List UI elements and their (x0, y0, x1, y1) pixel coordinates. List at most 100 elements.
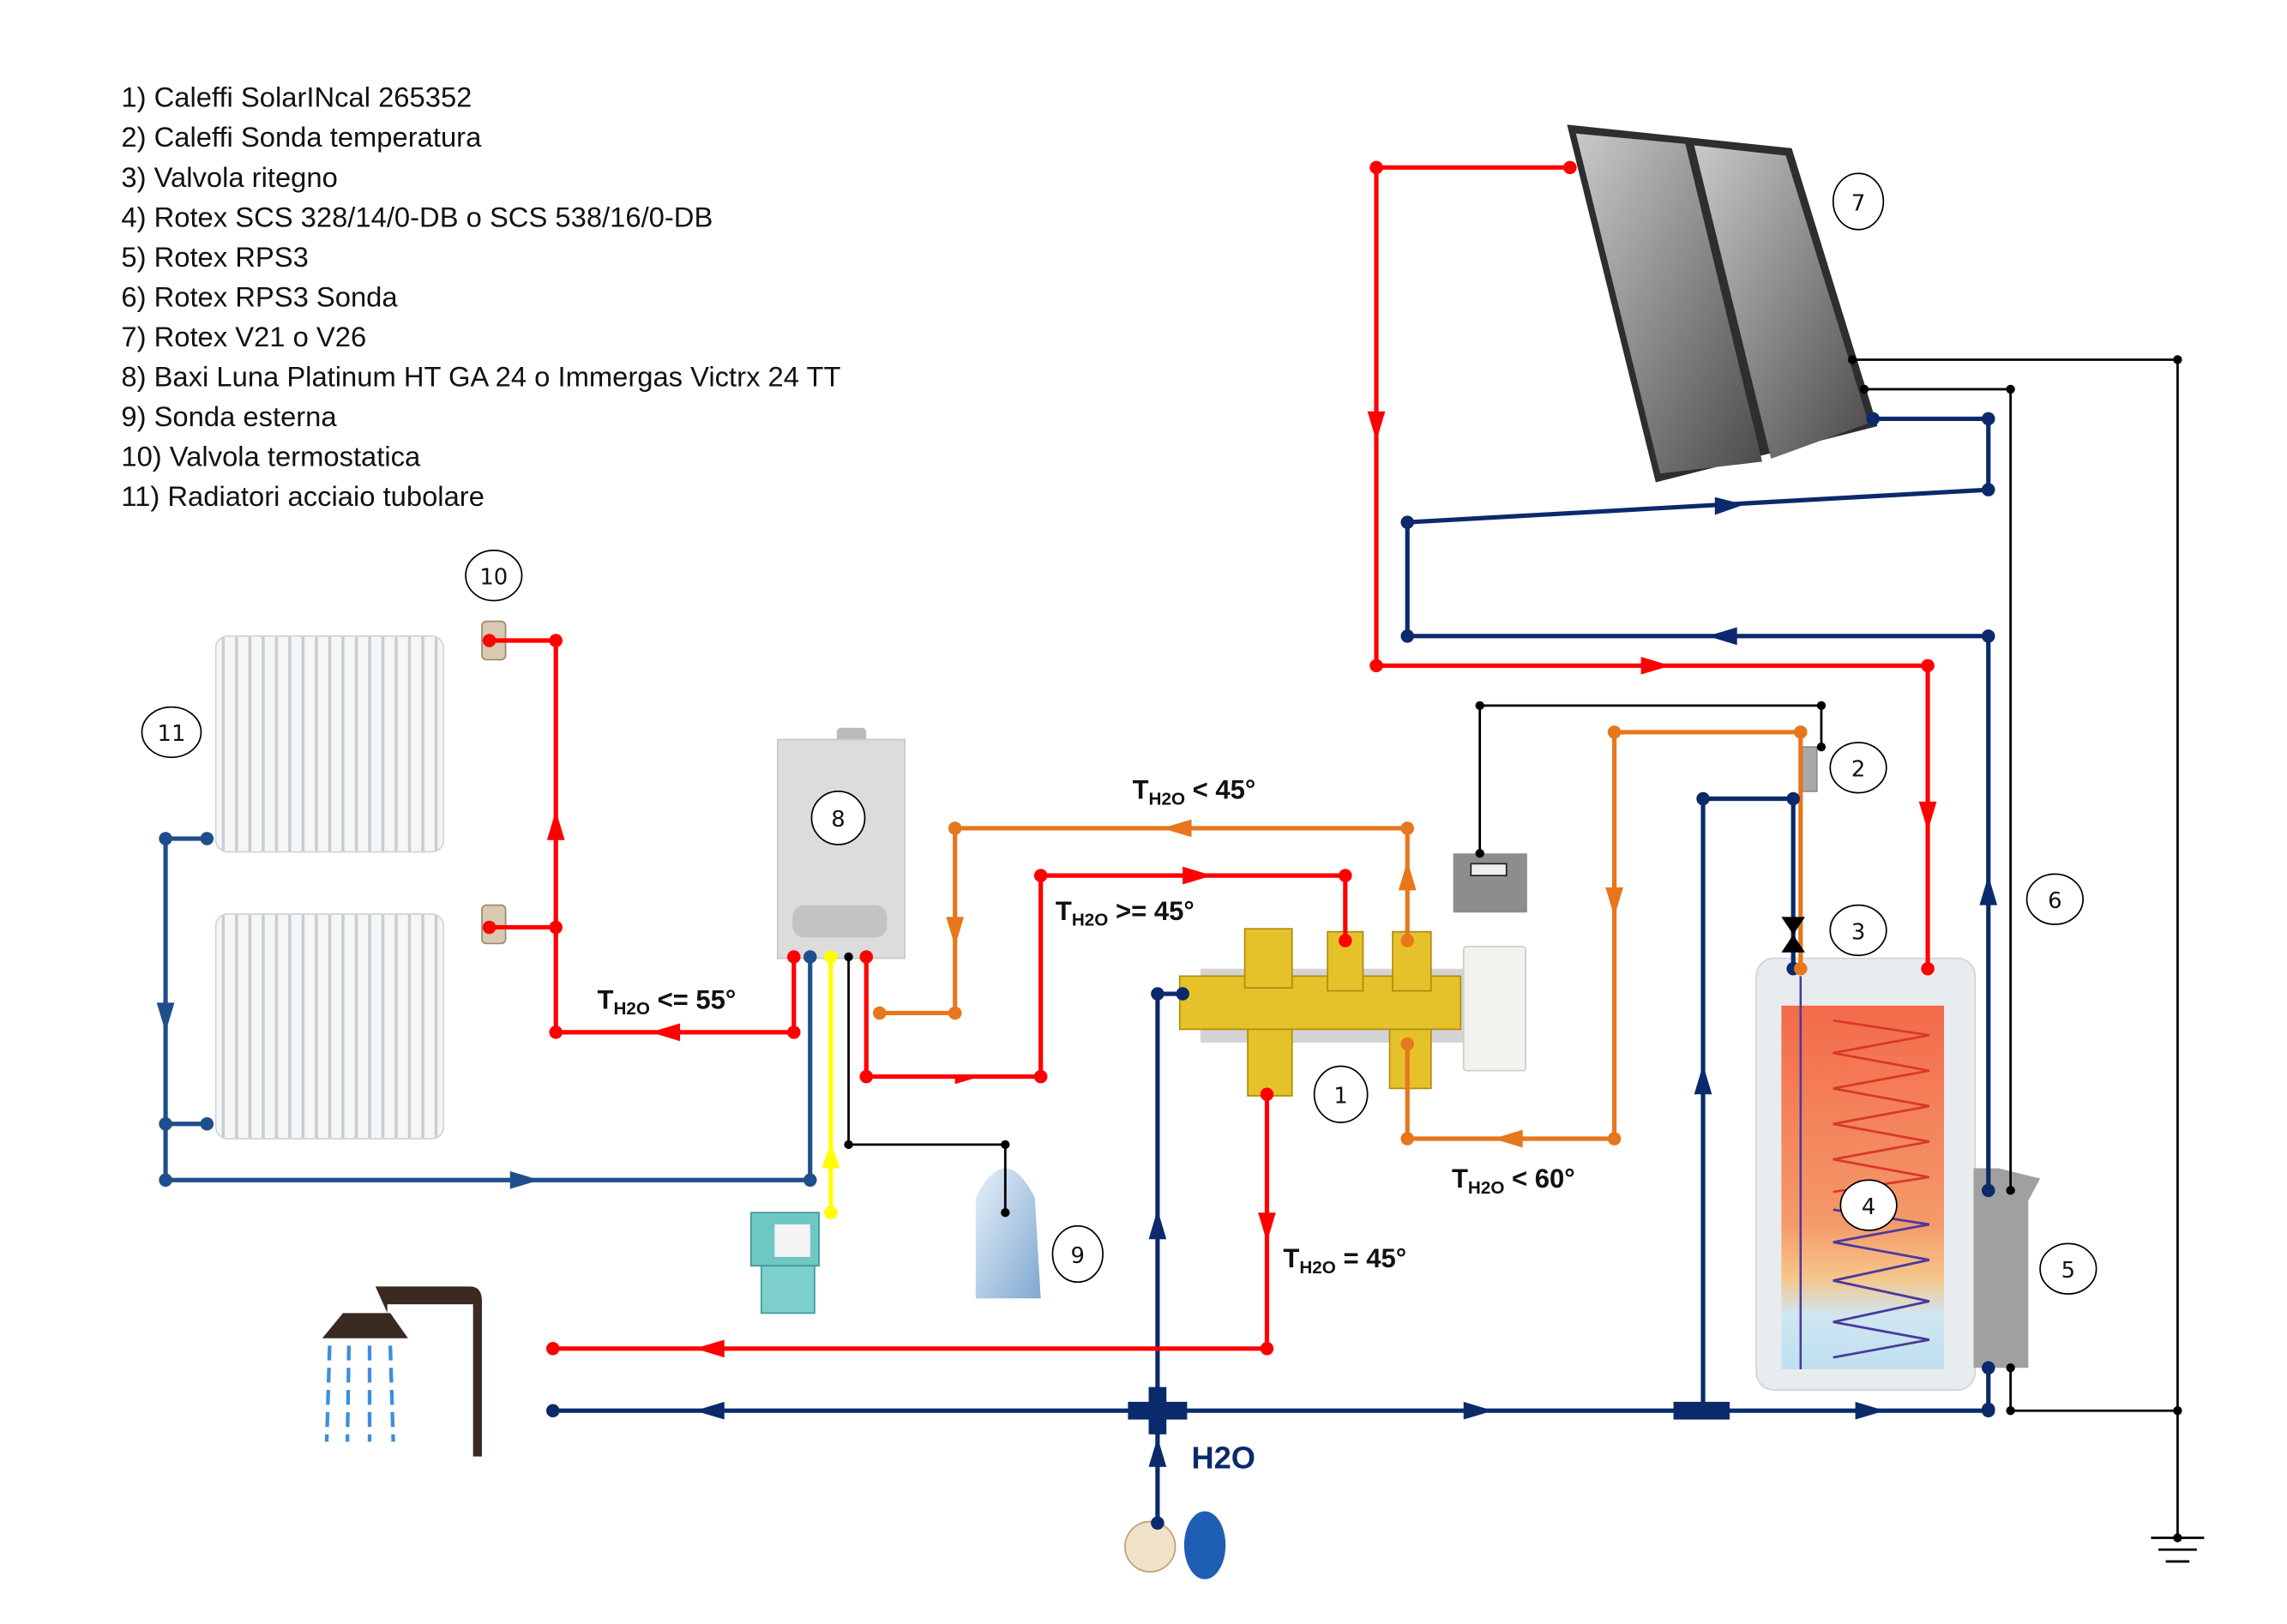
legend-item: 11) Radiatori acciaio tubolare (121, 480, 484, 512)
callout-11: 11 (141, 706, 202, 759)
junction-dot (948, 821, 962, 835)
junction-dot (1816, 701, 1827, 711)
legend-item: 9) Sonda esterna (121, 400, 337, 432)
junction-dot (803, 1173, 817, 1188)
junction-dot (1001, 1140, 1010, 1150)
junction-dot (859, 1069, 874, 1084)
junction-dot (1400, 1132, 1414, 1146)
temp-label-eq45: TH2O = 45° (1283, 1243, 1406, 1278)
callout-3: 3 (1829, 904, 1887, 957)
legend: 1) Caleffi SolarINcal 265352 2) Caleffi … (121, 81, 840, 512)
temp-label-le55: TH2O <= 55° (597, 984, 736, 1019)
junction-dot (844, 952, 853, 962)
junction-dot (1847, 355, 1857, 364)
junction-dot (549, 920, 563, 935)
solar-collector (1567, 124, 1878, 483)
solar-mixing-manifold (1178, 853, 1527, 1097)
temp-label-ge45: TH2O >= 45° (1056, 896, 1195, 930)
junction-dot (2173, 1533, 2182, 1543)
shower-icon (322, 1286, 483, 1457)
junction-dot (1400, 821, 1414, 835)
water-meter (1124, 1511, 1226, 1579)
junction-dot (2173, 355, 2182, 364)
callout-5: 5 (2039, 1242, 2097, 1295)
junction-dot (1563, 160, 1577, 175)
junction-dot (482, 920, 497, 935)
junction-dot (1696, 1404, 1710, 1417)
junction-dot (1794, 961, 1808, 976)
junction-dot (1339, 934, 1352, 947)
junction-dot (1816, 742, 1827, 752)
svg-text:6: 6 (2048, 888, 2061, 914)
gas-meter (749, 1212, 820, 1314)
svg-text:10: 10 (479, 565, 508, 591)
pipe-junctions (159, 160, 2182, 1543)
junction-dot (549, 634, 563, 647)
junction-dot (159, 1117, 172, 1131)
callout-7: 7 (1832, 172, 1885, 231)
junction-dot (1859, 384, 1869, 394)
callout-4: 4 (1839, 1179, 1898, 1231)
junction-dot (546, 1342, 560, 1356)
junction-dot (1369, 160, 1383, 175)
junction-dot (2006, 1406, 2015, 1416)
temperature-probe (1801, 746, 1818, 792)
callout-2: 2 (1829, 742, 1887, 794)
junction-dot (2006, 1363, 2015, 1373)
check-valve-icon (1781, 917, 1805, 953)
storage-tank (1755, 957, 1977, 1391)
junction-dot (1475, 701, 1484, 711)
flow-arrows (156, 411, 1998, 1467)
junction-dot (824, 950, 838, 964)
legend-item: 1) Caleffi SolarINcal 265352 (121, 81, 472, 113)
junction-dot (1033, 869, 1048, 882)
junction-dot (873, 1006, 887, 1020)
junction-dot (1607, 725, 1622, 739)
legend-item: 2) Caleffi Sonda temperatura (121, 121, 482, 153)
junction-dot (1607, 1132, 1622, 1146)
callouts: 1 2 3 4 5 6 7 8 9 10 11 (141, 172, 2097, 1295)
junction-dot (1001, 1208, 1010, 1218)
junction-dot (200, 832, 214, 845)
junction-dot (803, 950, 817, 964)
junction-dot (1696, 791, 1710, 806)
junction-dot (1981, 1404, 1995, 1417)
legend-item: 6) Rotex RPS3 Sonda (121, 280, 398, 312)
junction-dot (546, 1404, 560, 1417)
outdoor-sensor (975, 1168, 1041, 1299)
junction-dot (1369, 659, 1383, 673)
junction-dot (1981, 412, 1995, 426)
svg-text:5: 5 (2061, 1258, 2075, 1284)
svg-text:8: 8 (831, 807, 845, 833)
junction-dot (859, 950, 874, 964)
callout-8: 8 (810, 791, 866, 845)
junction-dot (1786, 791, 1800, 806)
junction-dot (1033, 1069, 1048, 1084)
junction-dot (787, 1026, 801, 1039)
solar-controller (1973, 1168, 2041, 1368)
junction-dot (1400, 1037, 1414, 1051)
junction-dot (1400, 515, 1414, 529)
svg-text:9: 9 (1071, 1243, 1085, 1269)
junction-dot (482, 634, 497, 647)
legend-item: 3) Valvola ritegno (121, 161, 337, 193)
temp-label-lt45: TH2O < 45° (1133, 774, 1256, 809)
callout-10: 10 (465, 549, 523, 602)
radiator-upper (214, 635, 445, 853)
callout-6: 6 (2025, 873, 2084, 925)
junction-dot (1400, 934, 1414, 947)
svg-text:7: 7 (1851, 190, 1865, 216)
junction-dot (1981, 1361, 1995, 1374)
water-inlet-label: H2O (1192, 1440, 1255, 1475)
junction-dot (787, 950, 801, 964)
junction-dot (1981, 483, 1995, 496)
temp-label-lt60: TH2O < 60° (1452, 1164, 1575, 1198)
callout-9: 9 (1051, 1224, 1104, 1284)
legend-item: 4) Rotex SCS 328/14/0-DB o SCS 538/16/0-… (121, 201, 713, 232)
junction-dot (844, 1140, 853, 1150)
junction-dot (200, 1117, 214, 1131)
junction-dot (1981, 629, 1995, 643)
junction-dot (2173, 1406, 2182, 1416)
junction-dot (1260, 1342, 1274, 1356)
